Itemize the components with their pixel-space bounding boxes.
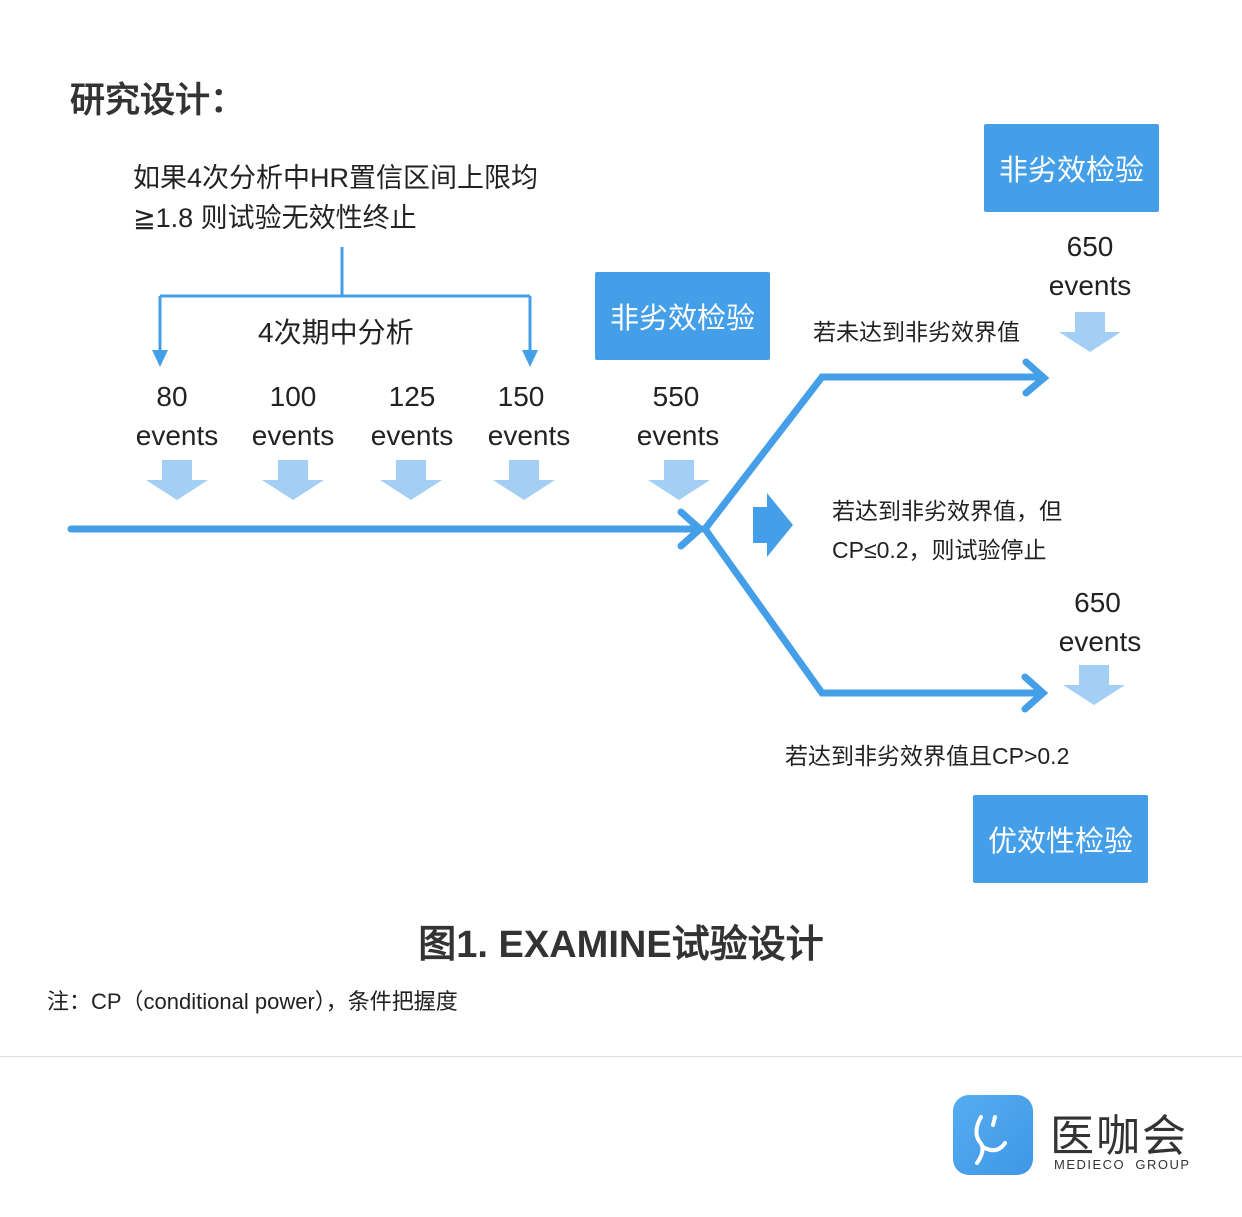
superiority-box: 优效性检验 [973,795,1148,883]
event-arrows [146,312,1125,705]
interim-label: 4次期中分析 [258,317,414,348]
figure-caption: 图1. EXAMINE试验设计 [418,924,824,966]
event-unit: events [487,420,571,451]
down-arrow-icon [146,460,208,500]
logo-icon [953,1095,1033,1175]
bracket-arrow-left-icon [152,350,168,367]
down-arrow-icon [648,460,710,500]
event-count: 550 [652,381,700,412]
upper-branch-events: 650 events [1030,227,1150,305]
logo-subtitle: MEDIECO GROUP [1054,1157,1191,1172]
analysis-550: 550 events [618,377,738,455]
event-unit: events [1058,626,1142,657]
lower-branch-events: 650 events [1040,583,1160,661]
divider [0,1056,1242,1057]
noninferiority-box-mid: 非劣效检验 [595,272,770,360]
event-unit: events [251,420,335,451]
event-count: 80 [156,381,188,412]
event-count: 125 [388,381,436,412]
upper-branch-condition: 若未达到非劣效界值 [813,319,1020,345]
down-arrow-icon [262,460,324,500]
upper-arrowhead-icon [1022,358,1050,397]
event-unit: events [1048,270,1132,301]
down-arrow-icon [380,460,442,500]
futility-rule-line1: 如果4次分析中HR置信区间上限均 [133,163,539,193]
event-count: 100 [269,381,317,412]
event-unit: events [370,420,454,451]
heading: 研究设计： [70,81,246,120]
event-unit: events [636,420,720,451]
futility-rule-line2: ≧1.8 则试验无效性终止 [133,203,417,233]
analysis-80: 80 events [112,377,232,455]
down-arrow-icon [1063,665,1125,705]
middle-branch-line2: CP≤0.2，则试验停止 [832,537,1047,563]
bracket-arrow-right-icon [522,350,538,367]
footnote: 注：CP（conditional power），条件把握度 [47,989,458,1014]
down-arrow-icon [1059,312,1121,352]
analysis-125: 125 events [352,377,472,455]
upper-branch [701,373,1046,533]
event-count: 150 [497,381,545,412]
lower-arrowhead-icon [1021,673,1049,713]
stop-arrow-icon [753,493,793,557]
lower-branch-condition: 若达到非劣效界值且CP>0.2 [785,743,1070,769]
bracket [158,247,532,352]
down-arrow-icon [493,460,555,500]
noninferiority-box-top: 非劣效检验 [984,124,1159,212]
main-arrowhead-icon [677,508,706,550]
logo-name: 医咖会 [1050,1112,1188,1161]
event-count: 650 [1074,587,1121,618]
analysis-150: 150 events [466,377,586,455]
analysis-100: 100 events [233,377,353,455]
lower-branch [701,525,1046,697]
event-unit: events [135,420,219,451]
middle-branch-line1: 若达到非劣效界值，但 [832,498,1062,524]
event-count: 650 [1066,231,1114,262]
